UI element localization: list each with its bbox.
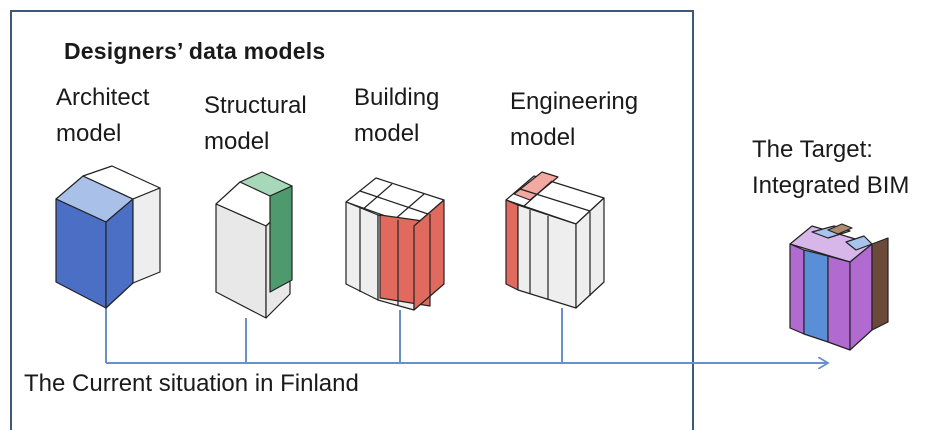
structural-label-line1: Structural <box>204 92 307 119</box>
target-label-line2: Integrated BIM <box>752 172 910 199</box>
architect-model-label: Architect model <box>56 80 149 152</box>
target-label-line1: The Target: <box>752 136 873 163</box>
structural-model-cube <box>215 171 293 319</box>
building-label-line2: model <box>354 120 420 147</box>
diagram-heading: Designers’ data models <box>64 38 326 64</box>
building-label-line1: Building <box>354 84 440 111</box>
engineering-label-line1: Engineering <box>510 88 639 115</box>
connector-lines <box>105 308 828 363</box>
architect-label-line2: model <box>56 120 122 147</box>
current-situation-label: The Current situation in Finland <box>24 370 359 397</box>
building-model-cube <box>345 177 445 311</box>
integrated-bim-cube <box>789 223 889 351</box>
structural-label-line2: model <box>204 128 270 155</box>
engineering-model-label: Engineering model <box>510 84 638 156</box>
building-model-label: Building model <box>354 80 439 152</box>
engineering-model-cube <box>505 171 605 309</box>
engineering-label-line2: model <box>510 124 576 151</box>
current-situation-frame <box>10 10 694 430</box>
target-label: The Target: Integrated BIM <box>752 132 909 204</box>
structural-model-label: Structural model <box>204 88 307 160</box>
architect-model-cube <box>55 165 161 309</box>
architect-label-line1: Architect <box>56 84 150 111</box>
